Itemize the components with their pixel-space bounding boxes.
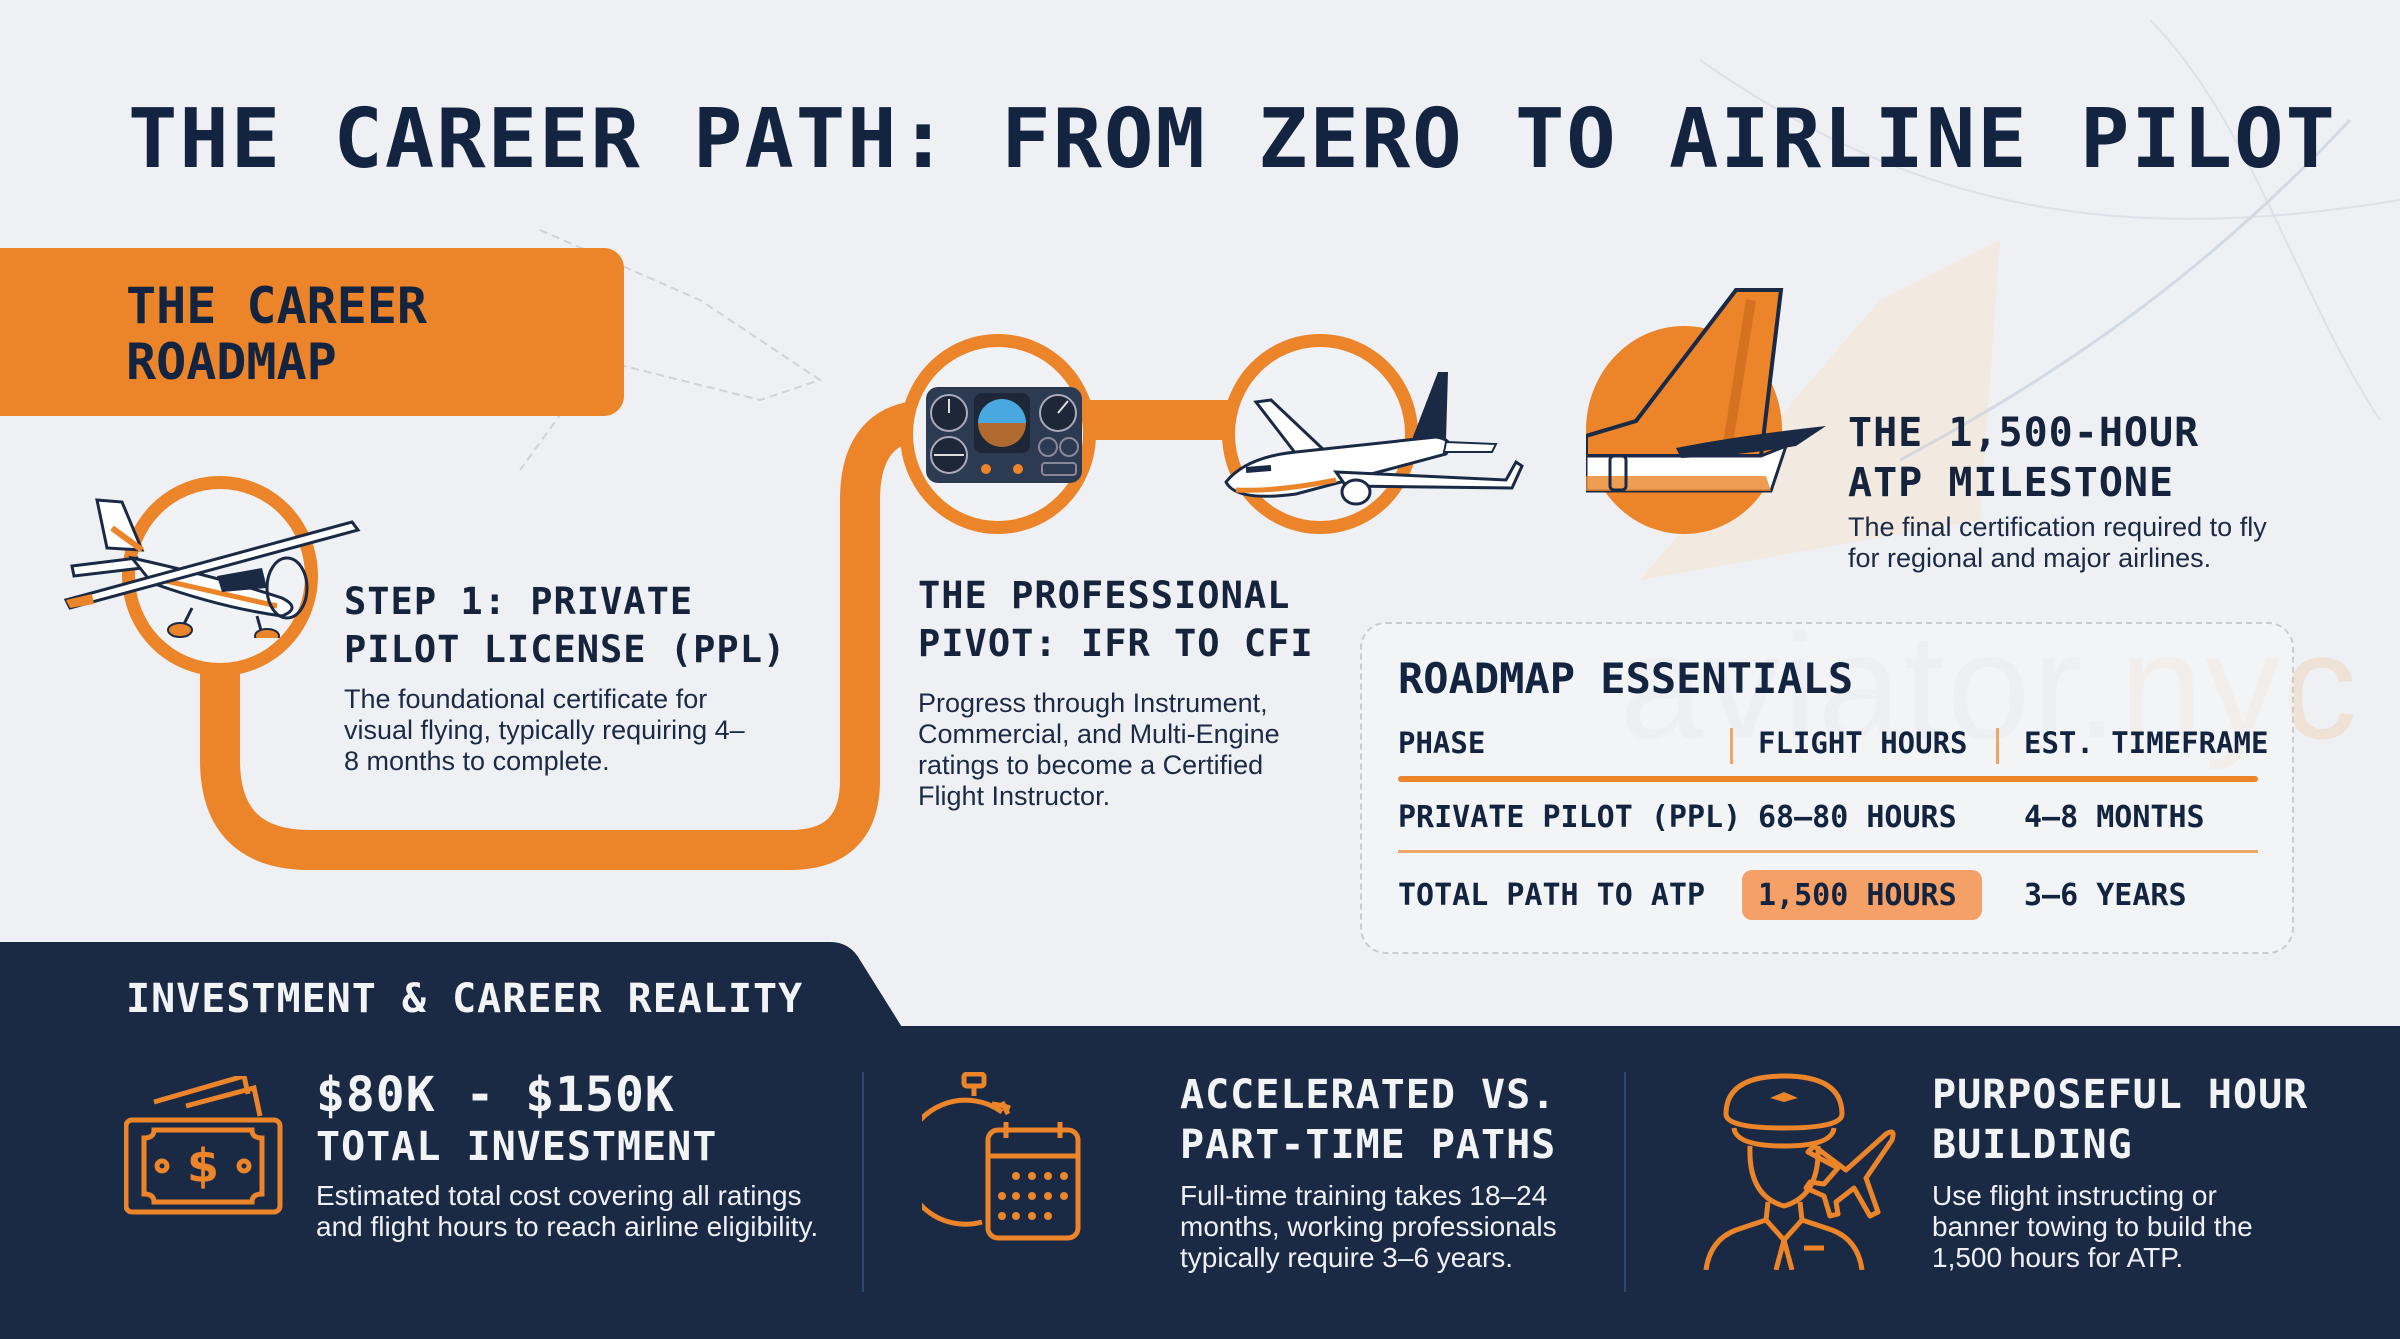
- roadmap-tab-title: THE CAREER ROADMAP: [126, 277, 428, 391]
- investment-card-1-description: Estimated total cost covering all rating…: [316, 1180, 819, 1242]
- step-1-title: STEP 1: PRIVATE PILOT LICENSE (PPL): [344, 580, 787, 671]
- investment-card-3-title: PURPOSEFUL HOUR BUILDING: [1932, 1072, 2309, 1168]
- pilot-icon: [1703, 1073, 1896, 1270]
- table-cell: TOTAL PATH TO ATP: [1398, 878, 1706, 913]
- roadmap-tab: THE CAREER ROADMAP: [0, 248, 624, 416]
- stopwatch-calendar-icon: [922, 1072, 1081, 1241]
- card-divider: [1624, 1072, 1626, 1292]
- header-divider: [1398, 776, 2258, 782]
- investment-card-2-description: Full-time training takes 18–24 months, w…: [1180, 1180, 1557, 1273]
- roadmap-essentials-table: ROADMAP ESSENTIALS PHASE FLIGHT HOURS ES…: [1360, 622, 2294, 954]
- tail-fin-icon: [1586, 288, 1826, 493]
- small-plane-icon: [63, 498, 361, 638]
- table-cell: 3–6 YEARS: [2024, 878, 2187, 913]
- instrument-panel-icon: [926, 387, 1082, 483]
- highlight-badge: [1742, 870, 1982, 920]
- investment-tab-shape: [0, 942, 905, 1032]
- column-header-flight-hours: FLIGHT HOURS: [1758, 726, 1968, 760]
- investment-section-title: INVESTMENT & CAREER REALITY: [126, 976, 804, 1022]
- table-cell: 68–80 HOURS: [1758, 800, 1957, 835]
- investment-card-3-description: Use flight instructing or banner towing …: [1932, 1180, 2253, 1273]
- table-cell: PRIVATE PILOT (PPL): [1398, 800, 1742, 835]
- investment-section: [0, 1026, 2400, 1339]
- column-separator: [1730, 728, 1733, 764]
- table-cell-highlighted: 1,500 HOURS: [1758, 878, 1957, 913]
- investment-headline: $80K - $150K: [316, 1067, 675, 1123]
- money-icon: $: [124, 1076, 283, 1215]
- row-divider: [1398, 850, 2258, 853]
- airliner-icon: [1224, 372, 1524, 506]
- table-cell: 4–8 MONTHS: [2024, 800, 2205, 835]
- step-2-title: THE PROFESSIONAL PIVOT: IFR TO CFI: [918, 574, 1314, 665]
- essentials-title: ROADMAP ESSENTIALS: [1398, 654, 1854, 703]
- column-header-phase: PHASE: [1398, 726, 1486, 760]
- step-4-description: The final certification required to fly …: [1848, 512, 2267, 573]
- card-divider: [862, 1072, 864, 1292]
- step-2-description: Progress through Instrument, Commercial,…: [918, 688, 1280, 811]
- step-1-description: The foundational certificate for visual …: [344, 684, 745, 776]
- column-header-timeframe: EST. TIMEFRAME: [2024, 726, 2269, 760]
- investment-card-2-title: ACCELERATED VS. PART-TIME PATHS: [1180, 1072, 1557, 1168]
- page-title: THE CAREER PATH: FROM ZERO TO AIRLINE PI…: [128, 92, 2337, 187]
- column-separator: [1996, 728, 1999, 764]
- svg-text:$: $: [187, 1139, 219, 1193]
- investment-card-1-title: TOTAL INVESTMENT: [316, 1124, 718, 1170]
- step-4-title: THE 1,500-HOUR ATP MILESTONE: [1848, 410, 2200, 506]
